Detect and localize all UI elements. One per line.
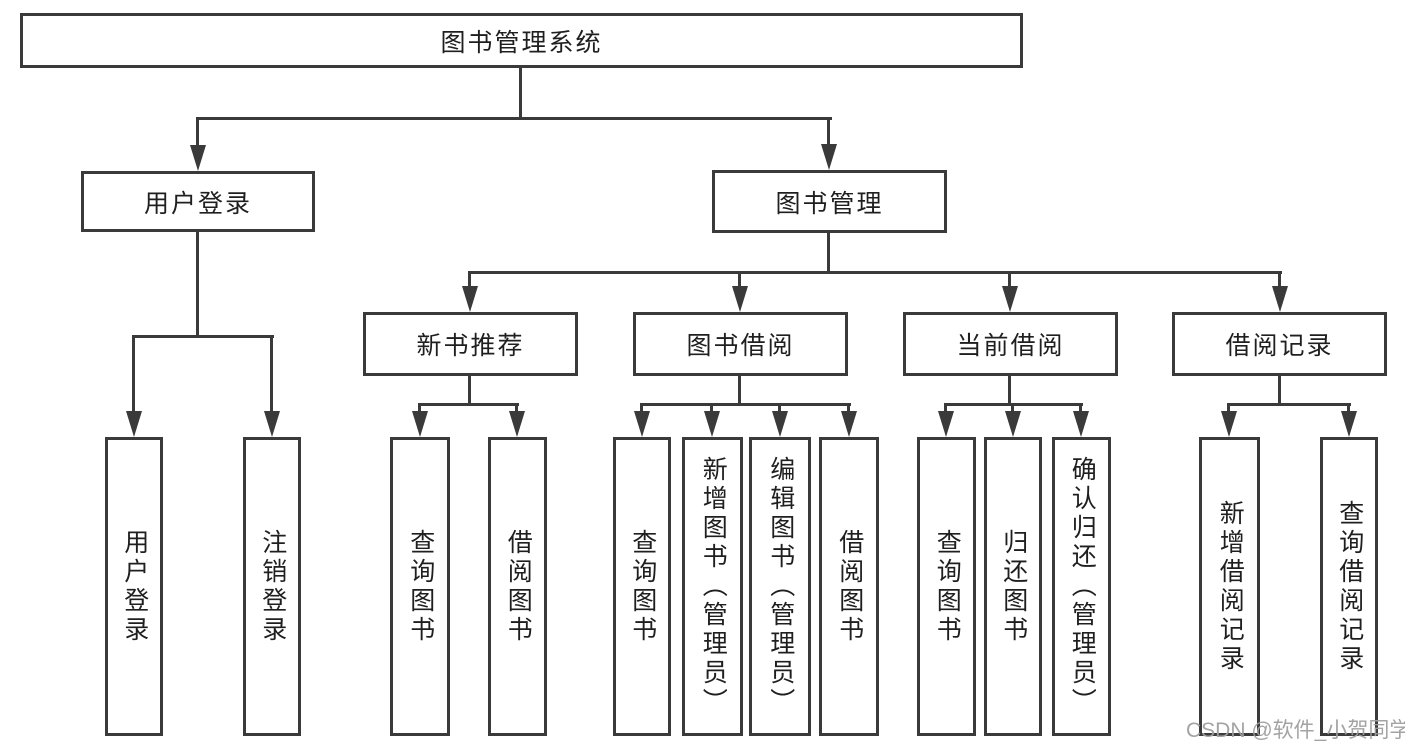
leaf-user-login-box: 用户登录 <box>105 437 163 736</box>
connector-new-book-rec-rail <box>418 403 519 406</box>
leaf-query-borrow-record-label: 查询借阅记录 <box>1335 499 1364 674</box>
leaf-logout-label: 注销登录 <box>258 528 287 645</box>
arrow-down-icon <box>821 144 837 170</box>
arrow-down-icon <box>190 145 206 171</box>
connector-leaf-shaft <box>640 403 643 417</box>
connector-leaf-shaft <box>778 403 781 417</box>
leaf-query-book-current-label: 查询图书 <box>933 528 962 645</box>
arrow-down-icon <box>938 411 954 437</box>
node-borrow-record-label: 借阅记录 <box>1225 332 1334 360</box>
leaf-borrow-book-borrow-box: 借阅图书 <box>819 437 879 736</box>
leaf-user-login-label: 用户登录 <box>120 528 149 645</box>
arrow-down-icon <box>1073 411 1089 437</box>
node-book-mgmt-box: 图书管理 <box>712 170 947 233</box>
leaf-confirm-return-admin-label: 确认归还（管理员） <box>1068 456 1097 717</box>
node-user-login-box: 用户登录 <box>81 171 315 232</box>
node-book-borrow-label: 图书借阅 <box>686 332 795 360</box>
node-borrow-record-box: 借阅记录 <box>1172 312 1387 376</box>
connector-book-borrow-drop <box>738 374 741 406</box>
connector-leaf-shaft <box>847 403 850 417</box>
arrow-down-icon <box>772 411 788 437</box>
connector-new-book-rec-drop <box>468 374 471 406</box>
leaf-return-book-box: 归还图书 <box>984 437 1042 736</box>
arrow-down-icon <box>462 286 478 312</box>
arrow-down-icon <box>126 411 142 437</box>
connector-book-borrow-rail <box>640 403 851 406</box>
leaf-borrow-book-rec-box: 借阅图书 <box>488 437 547 736</box>
watermark: CSDN @软件_小贺同学 <box>1186 719 1405 742</box>
node-root-label: 图书管理系统 <box>440 28 603 57</box>
arrow-down-icon <box>1002 286 1018 312</box>
arrow-down-icon <box>509 411 525 437</box>
connector-leaf-shaft <box>944 403 947 417</box>
node-current-borrow-label: 当前借阅 <box>956 332 1065 360</box>
connector-leaf-shaft <box>1079 403 1082 417</box>
connector-leaf-shaft <box>1011 403 1014 417</box>
node-new-book-rec-box: 新书推荐 <box>363 312 578 376</box>
node-book-borrow-box: 图书借阅 <box>633 312 848 376</box>
arrow-down-icon <box>841 411 857 437</box>
connector-leaf-shaft <box>418 403 421 417</box>
connector-leaf-shaft <box>1008 271 1011 291</box>
leaf-query-book-current-box: 查询图书 <box>917 437 976 736</box>
connector-leaf-shaft <box>132 335 135 417</box>
leaf-edit-book-admin-label: 编辑图书（管理员） <box>766 456 795 717</box>
leaf-add-borrow-record-label: 新增借阅记录 <box>1216 499 1245 674</box>
arrow-down-icon <box>704 411 720 437</box>
arrow-down-icon <box>1005 411 1021 437</box>
connector-book-mgmt-drop <box>827 231 830 273</box>
arrow-down-icon <box>412 411 428 437</box>
leaf-add-book-admin-box: 新增图书（管理员） <box>682 437 743 736</box>
connector-level3-rail <box>468 271 1282 274</box>
leaf-borrow-book-borrow-label: 借阅图书 <box>835 528 864 645</box>
leaf-edit-book-admin-box: 编辑图书（管理员） <box>749 437 811 736</box>
node-new-book-rec-label: 新书推荐 <box>416 332 525 360</box>
leaf-borrow-book-rec-label: 借阅图书 <box>504 528 533 645</box>
connector-borrow-record-rail <box>1227 403 1351 406</box>
leaf-confirm-return-admin-box: 确认归还（管理员） <box>1052 437 1111 736</box>
connector-leaf-shaft <box>738 271 741 291</box>
node-user-login-label: 用户登录 <box>143 189 252 218</box>
arrow-down-icon <box>634 411 650 437</box>
leaf-query-book-borrow-label: 查询图书 <box>628 528 657 645</box>
connector-root-drop <box>519 66 522 120</box>
connector-leaf-shaft <box>468 271 471 291</box>
node-book-mgmt-label: 图书管理 <box>775 189 884 218</box>
leaf-add-borrow-record-box: 新增借阅记录 <box>1199 437 1260 736</box>
arrow-down-icon <box>1272 286 1288 312</box>
connector-leaf-shaft <box>515 403 518 417</box>
connector-leaf-shaft <box>710 403 713 417</box>
leaf-query-book-rec-box: 查询图书 <box>390 437 450 736</box>
leaf-query-book-borrow-box: 查询图书 <box>613 437 671 736</box>
node-current-borrow-box: 当前借阅 <box>903 312 1118 376</box>
leaf-query-borrow-record-box: 查询借阅记录 <box>1320 437 1378 736</box>
connector-borrow-record-drop <box>1278 374 1281 406</box>
connector-leaf-shaft <box>1227 403 1230 417</box>
connector-user-login-rail <box>132 335 274 338</box>
connector-level2-rail <box>196 117 832 120</box>
connector-user-login-drop <box>196 230 199 338</box>
arrow-down-icon <box>1221 411 1237 437</box>
arrow-down-icon <box>264 411 280 437</box>
leaf-logout-box: 注销登录 <box>243 437 301 736</box>
leaf-query-book-rec-label: 查询图书 <box>406 528 435 645</box>
connector-user-login-shaft <box>196 117 199 151</box>
leaf-return-book-label: 归还图书 <box>999 528 1028 645</box>
arrow-down-icon <box>1341 411 1357 437</box>
connector-leaf-shaft <box>1347 403 1350 417</box>
node-root-box: 图书管理系统 <box>20 13 1023 68</box>
connector-leaf-shaft <box>1278 271 1281 291</box>
connector-current-borrow-drop <box>1008 374 1011 406</box>
connector-leaf-shaft <box>270 335 273 417</box>
arrow-down-icon <box>732 286 748 312</box>
connector-book-mgmt-shaft <box>827 117 830 151</box>
leaf-add-book-admin-label: 新增图书（管理员） <box>699 456 728 717</box>
